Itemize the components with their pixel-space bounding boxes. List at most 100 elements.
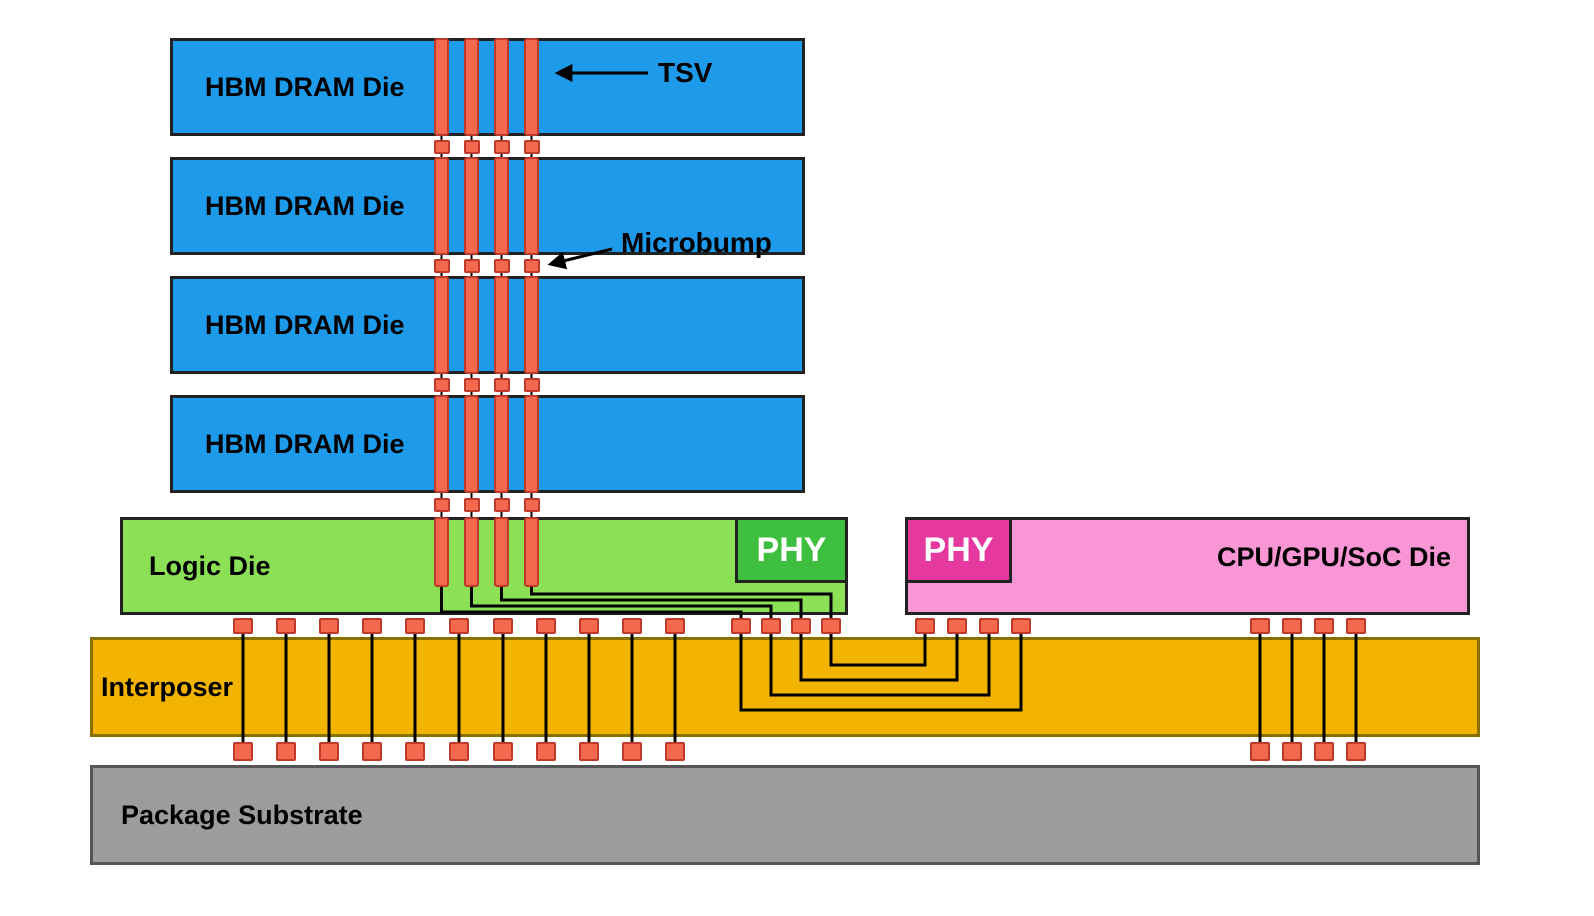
wire <box>530 560 833 624</box>
c4-bump <box>536 742 556 761</box>
c4-bump <box>579 742 599 761</box>
logic-phy-label: PHY <box>756 530 827 569</box>
tsv-bar <box>434 276 449 374</box>
c4-bump <box>319 742 339 761</box>
wire <box>739 628 1023 712</box>
wire <box>440 560 743 624</box>
c4-bump <box>665 742 685 761</box>
microbump <box>731 618 751 634</box>
tsv-bar <box>524 517 539 587</box>
microbump <box>523 140 540 154</box>
interposer-label: Interposer <box>101 671 234 702</box>
tsv-annotation-label: TSV <box>658 57 713 88</box>
microbump <box>979 618 999 634</box>
microbump <box>433 140 450 154</box>
tsv-bar <box>494 517 509 587</box>
microbump <box>233 618 253 634</box>
cpu-phy-block: PHY <box>905 517 1012 583</box>
microbump <box>523 378 540 392</box>
microbump <box>821 618 841 634</box>
tsv-bar <box>524 38 539 136</box>
microbump <box>463 498 480 512</box>
tsv-bar <box>494 276 509 374</box>
microbump <box>493 378 510 392</box>
cpu-phy-label: PHY <box>923 530 994 569</box>
microbump <box>319 618 339 634</box>
microbump <box>536 618 556 634</box>
microbump <box>449 618 469 634</box>
hbm-dram-die-1: HBM DRAM Die <box>170 38 805 136</box>
hbm-dram-die-3: HBM DRAM Die <box>170 276 805 374</box>
hbm-dram-die-label: HBM DRAM Die <box>205 309 405 340</box>
microbump <box>1282 618 1302 634</box>
microbump <box>276 618 296 634</box>
logic-die-label: Logic Die <box>149 550 271 581</box>
microbump <box>433 498 450 512</box>
microbump <box>493 259 510 273</box>
tsv-bar <box>494 38 509 136</box>
interposer: Interposer <box>90 637 1480 737</box>
c4-bump <box>1250 742 1270 761</box>
microbump <box>791 618 811 634</box>
microbump <box>622 618 642 634</box>
microbump <box>493 618 513 634</box>
wire <box>500 560 803 624</box>
wire <box>470 560 773 624</box>
logic-phy-block: PHY <box>735 517 848 583</box>
microbump <box>915 618 935 634</box>
microbump <box>433 378 450 392</box>
microbump <box>493 140 510 154</box>
c4-bump <box>276 742 296 761</box>
microbump <box>665 618 685 634</box>
microbump <box>1250 618 1270 634</box>
tsv-bar <box>524 276 539 374</box>
tsv-bar <box>524 157 539 255</box>
wire <box>769 628 991 697</box>
tsv-bar <box>524 395 539 493</box>
tsv-bar <box>434 157 449 255</box>
microbump-annotation-label: Microbump <box>621 227 772 258</box>
microbump <box>1314 618 1334 634</box>
hbm-dram-die-2: HBM DRAM Die <box>170 157 805 255</box>
package-substrate: Package Substrate <box>90 765 1480 865</box>
package-substrate-label: Package Substrate <box>121 799 363 830</box>
microbump <box>1011 618 1031 634</box>
microbump <box>463 140 480 154</box>
tsv-bar <box>464 157 479 255</box>
microbump <box>761 618 781 634</box>
c4-bump <box>622 742 642 761</box>
c4-bump <box>493 742 513 761</box>
c4-bump <box>362 742 382 761</box>
microbump <box>947 618 967 634</box>
microbump <box>1346 618 1366 634</box>
microbump <box>433 259 450 273</box>
hbm-dram-die-label: HBM DRAM Die <box>205 71 405 102</box>
microbump <box>493 498 510 512</box>
tsv-bar <box>464 395 479 493</box>
c4-bump <box>1282 742 1302 761</box>
c4-bump <box>1314 742 1334 761</box>
annotation-arrow <box>547 247 613 270</box>
microbump <box>579 618 599 634</box>
tsv-bar <box>494 395 509 493</box>
tsv-bar <box>464 517 479 587</box>
tsv-bar <box>434 395 449 493</box>
c4-bump <box>1346 742 1366 761</box>
c4-bump <box>449 742 469 761</box>
microbump <box>463 378 480 392</box>
microbump <box>405 618 425 634</box>
tsv-bar <box>434 38 449 136</box>
tsv-bar <box>464 276 479 374</box>
tsv-bar <box>464 38 479 136</box>
wire <box>829 628 927 667</box>
microbump <box>523 498 540 512</box>
cpu-die-label: CPU/GPU/SoC Die <box>1216 542 1451 572</box>
hbm-dram-die-label: HBM DRAM Die <box>205 190 405 221</box>
tsv-bar <box>434 517 449 587</box>
tsv-bar <box>494 157 509 255</box>
microbump <box>463 259 480 273</box>
hbm-dram-die-label: HBM DRAM Die <box>205 428 405 459</box>
wire <box>799 628 959 682</box>
